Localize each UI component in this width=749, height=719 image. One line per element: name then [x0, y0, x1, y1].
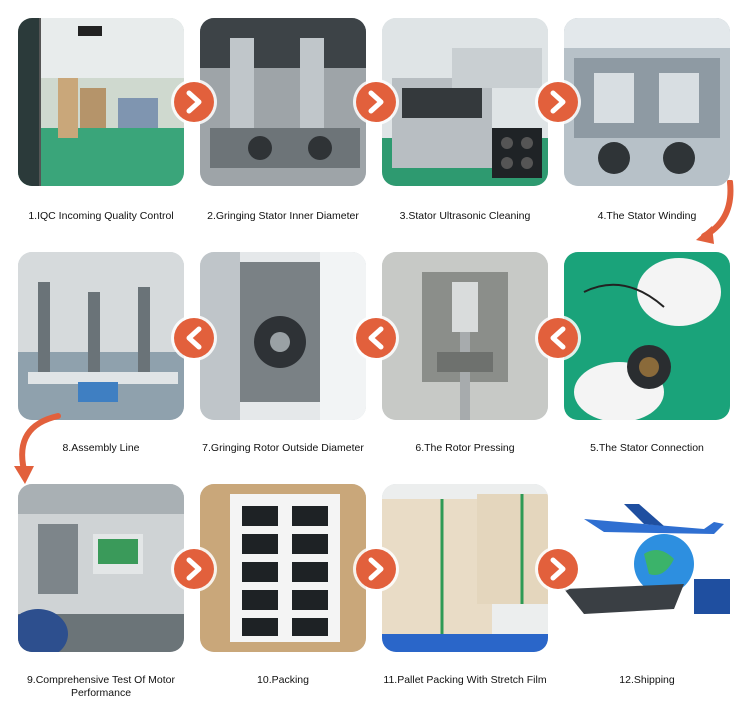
chevron-left-icon — [174, 318, 214, 358]
chevron-left-icon — [356, 318, 396, 358]
step-label: 5.The Stator Connection — [590, 442, 704, 454]
rotor-grinder-photo — [200, 252, 366, 420]
step-label: 6.The Rotor Pressing — [415, 442, 515, 454]
curved-arrow-icon — [14, 413, 61, 484]
chevron-right-icon — [356, 549, 396, 589]
step-label: 11.Pallet Packing With Stretch Film — [383, 674, 547, 686]
step-label: 12.Shipping — [619, 674, 675, 686]
step-label: 1.IQC Incoming Quality Control — [28, 210, 174, 222]
shipping-photo — [564, 484, 730, 652]
step-label: 3.Stator Ultrasonic Cleaning — [399, 210, 531, 222]
winding-machine-photo — [564, 18, 730, 186]
grinding-machine-photo — [200, 18, 366, 186]
step-label: 9.Comprehensive Test Of Motor Performanc… — [26, 674, 176, 699]
warehouse-photo — [18, 18, 184, 186]
step-label: 7.Gringing Rotor Outside Diameter — [202, 442, 364, 454]
chevron-right-icon — [174, 549, 214, 589]
ultrasonic-cleaner-photo — [382, 18, 548, 186]
chevron-right-icon — [538, 549, 578, 589]
stator-connection-photo — [564, 252, 730, 420]
chevron-right-icon — [356, 82, 396, 122]
packing-box-photo — [200, 484, 366, 652]
test-bench-photo — [18, 484, 184, 652]
step-label: 8.Assembly Line — [62, 442, 140, 454]
step-label: 4.The Stator Winding — [597, 210, 697, 222]
chevron-right-icon — [538, 82, 578, 122]
rotor-press-photo — [382, 252, 548, 420]
pallet-photo — [382, 484, 548, 652]
assembly-line-photo — [18, 252, 184, 420]
step-label: 2.Gringing Stator Inner Diameter — [207, 210, 359, 222]
chevron-right-icon — [174, 82, 214, 122]
curved-arrow-icon — [696, 180, 734, 244]
step-label: 10.Packing — [257, 674, 309, 686]
chevron-left-icon — [538, 318, 578, 358]
